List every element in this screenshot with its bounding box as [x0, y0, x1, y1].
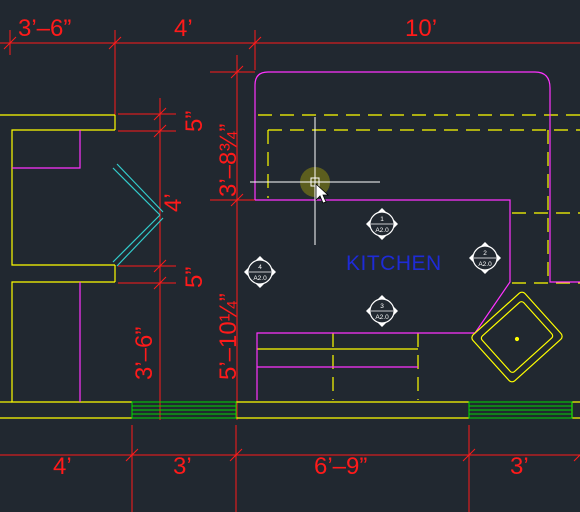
dim-top-left: 3’–6”	[18, 15, 71, 42]
cabinets	[12, 71, 580, 402]
windows	[131, 401, 573, 419]
section-marker-4-sheet: A2.0	[253, 275, 267, 282]
section-marker-2[interactable]: 2 A2.0	[469, 242, 501, 274]
section-marker-3[interactable]: 3 A2.0	[366, 295, 398, 327]
dimension-lines	[0, 30, 580, 512]
dim-v-4: 4’	[160, 193, 187, 212]
walls	[0, 114, 580, 419]
dim-v-3-8-3-4: 3’–8¾”	[215, 124, 242, 197]
section-marker-2-sheet: A2.0	[478, 261, 492, 268]
dim-bottom-4: 4’	[53, 453, 72, 480]
dimension-text: 3’–6” 4’ 10’ 5” 3’–8¾” 4’ 5” 3’–6” 5’–10…	[18, 15, 529, 480]
section-marker-2-number: 2	[483, 250, 487, 257]
section-marker-4[interactable]: 4 A2.0	[244, 256, 276, 288]
dim-v-5-10-1-4: 5’–10¼”	[215, 293, 242, 380]
dim-bottom-3b: 3’	[510, 453, 529, 480]
section-marker-1[interactable]: 1 A2.0	[366, 208, 398, 240]
section-marker-3-sheet: A2.0	[375, 314, 389, 321]
dim-v-5a: 5”	[181, 111, 208, 132]
sink	[471, 291, 563, 383]
section-marker-4-number: 4	[258, 264, 262, 271]
section-marker-3-number: 3	[380, 303, 384, 310]
door-swing	[112, 163, 164, 267]
section-marker-1-number: 1	[380, 216, 384, 223]
room-label-kitchen: KITCHEN	[346, 252, 442, 275]
dim-bottom-3a: 3’	[173, 453, 192, 480]
dim-v-3-6: 3’–6”	[131, 327, 158, 380]
arrow-cursor-icon	[315, 183, 330, 204]
dim-bottom-6-9: 6’–9”	[314, 453, 367, 480]
dim-top-mid: 4’	[174, 15, 193, 42]
dim-top-right: 10’	[405, 15, 437, 42]
section-marker-1-sheet: A2.0	[375, 227, 389, 234]
dim-v-5b: 5”	[181, 267, 208, 288]
